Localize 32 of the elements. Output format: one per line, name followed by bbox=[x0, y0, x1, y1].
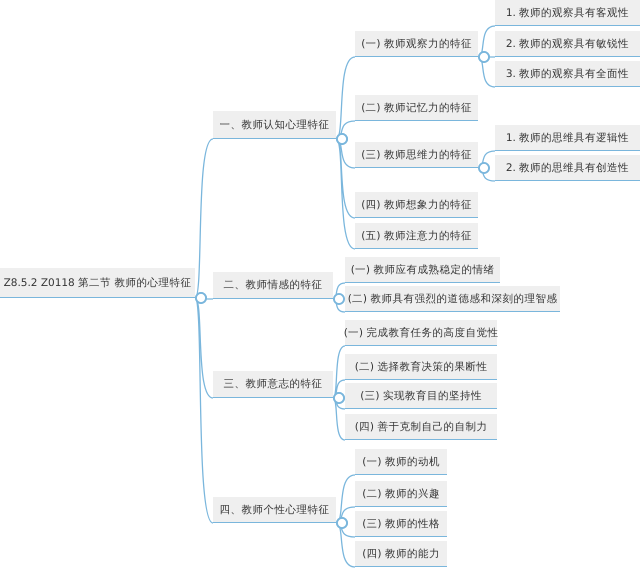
connector-line bbox=[194, 292, 214, 524]
topic-box: 3. 教师的观察具有全面性 bbox=[495, 61, 640, 87]
topic-box: (二) 选择教育决策的果断性 bbox=[345, 354, 497, 380]
topic-box: (一) 教师观察力的特征 bbox=[355, 31, 478, 57]
topic-box: 2. 教师的思维具有创造性 bbox=[495, 155, 640, 181]
topic-box: (一) 教师的动机 bbox=[355, 449, 447, 475]
connector-line bbox=[478, 51, 496, 88]
topic-box: (一) 完成教育任务的高度自觉性 bbox=[345, 320, 497, 346]
connector-line bbox=[332, 392, 346, 441]
topic-box: (三) 实现教育目的坚持性 bbox=[345, 383, 497, 409]
topic-box: (四) 教师想象力的特征 bbox=[355, 192, 478, 218]
topic-box: (五) 教师注意力的特征 bbox=[355, 223, 478, 249]
topic-box: (二) 教师具有强烈的道德感和深刻的理智感 bbox=[345, 286, 560, 312]
topic-box: Z8.5.2 Z0118 第二节 教师的心理特征 bbox=[0, 268, 195, 298]
topic-box: (三) 教师的性格 bbox=[355, 511, 447, 537]
topic-box: (三) 教师思维力的特征 bbox=[355, 142, 478, 168]
topic-box: (二) 教师的兴趣 bbox=[355, 481, 447, 507]
topic-box: 四、教师个性心理特征 bbox=[213, 497, 336, 523]
topic-box: 三、教师意志的特征 bbox=[213, 371, 333, 398]
topic-box: (二) 教师记忆力的特征 bbox=[355, 95, 478, 121]
connector-line bbox=[478, 162, 496, 182]
topic-box: 二、教师情感的特征 bbox=[213, 272, 333, 299]
topic-box: (一) 教师应有成熟稳定的情绪 bbox=[345, 257, 500, 283]
topic-box: 一、教师认知心理特征 bbox=[213, 111, 336, 139]
topic-box: 2. 教师的观察具有敏锐性 bbox=[495, 31, 640, 57]
connector-line bbox=[336, 517, 356, 568]
topic-box: 1. 教师的观察具有客观性 bbox=[495, 0, 640, 26]
connector-line bbox=[336, 133, 356, 250]
topic-box: 1. 教师的思维具有逻辑性 bbox=[495, 125, 640, 151]
topic-box: (四) 善于克制自己的自制力 bbox=[345, 414, 497, 440]
connector-line bbox=[332, 293, 346, 313]
topic-box: (四) 教师的能力 bbox=[355, 541, 447, 567]
